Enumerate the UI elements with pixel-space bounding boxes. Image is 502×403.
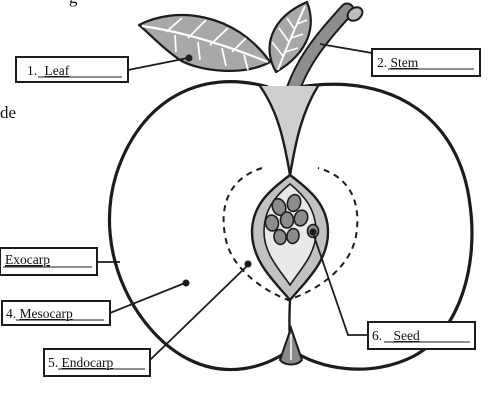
label-leaf-number: 1.: [27, 63, 37, 78]
label-stem-name: Stem: [391, 55, 419, 70]
large-leaf-icon: [137, 14, 272, 72]
label-leaf-box: [15, 56, 129, 83]
label-mesocarp-box: [1, 300, 111, 326]
label-leaf: 1. Leaf: [15, 56, 129, 83]
label-stem-number: 2.: [377, 55, 387, 70]
label-endocarp-box: [43, 348, 151, 377]
seeds-icon: [264, 193, 320, 246]
label-seed-name: Seed: [394, 328, 420, 343]
leader-dots: [182, 54, 317, 287]
mesocarp-boundary-dashed: [222, 167, 359, 302]
mesocarp-leader-line: [109, 282, 186, 314]
mesocarp-pointer-dot: [182, 279, 190, 287]
leaf-pointer-dot: [185, 54, 193, 62]
svg-text:1. Leaf: 1. Leaf: [27, 63, 70, 78]
top-edge-text-fragment: g: [69, 0, 78, 7]
svg-text:5. Endocarp: 5. Endocarp: [48, 355, 113, 370]
svg-text:6. Seed: 6. Seed: [372, 328, 420, 343]
leaf-leader-line: [127, 57, 189, 71]
seed-pointer-dot: [309, 228, 317, 236]
label-seed: 6. Seed: [367, 321, 476, 350]
label-seed-number: 6.: [372, 328, 382, 343]
label-exocarp-name: Exocarp: [5, 252, 50, 267]
label-exocarp: Exocarp: [0, 247, 98, 276]
svg-text:4. Mesocarp: 4. Mesocarp: [6, 306, 73, 321]
label-endocarp-name: Endocarp: [62, 355, 114, 370]
svg-text:Exocarp: Exocarp: [5, 252, 50, 267]
left-edge-text-fragment: de: [0, 103, 16, 122]
label-stem-box: [371, 48, 481, 77]
seed-leader-line: [312, 232, 368, 336]
endocarp-pointer-dot: [244, 260, 252, 268]
label-mesocarp-name: Mesocarp: [20, 306, 73, 321]
label-endocarp: 5. Endocarp: [43, 348, 151, 377]
label-seed-box: [367, 321, 476, 350]
apple-core-top: [259, 85, 320, 176]
endocarp-leader-line: [149, 264, 249, 361]
svg-text:2. Stem: 2. Stem: [377, 55, 419, 70]
label-stem: 2. Stem: [371, 48, 481, 77]
label-exocarp-box: [0, 247, 98, 276]
label-endocarp-number: 5.: [48, 355, 58, 370]
calyx-icon: [278, 324, 304, 366]
stem-leader-line: [319, 43, 373, 54]
label-mesocarp: 4. Mesocarp: [1, 300, 111, 326]
label-mesocarp-number: 4.: [6, 306, 16, 321]
small-leaf-icon: [268, 0, 312, 74]
leader-lines: [97, 43, 373, 361]
label-leaf-name: Leaf: [45, 63, 70, 78]
